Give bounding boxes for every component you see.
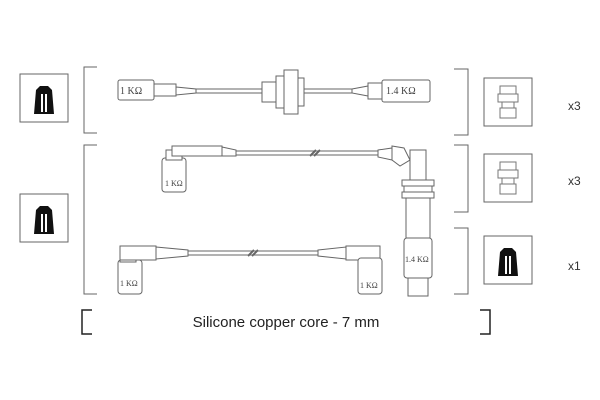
distributor-terminal-outline-icon (497, 161, 519, 195)
spark-plug-terminal-black-icon (34, 86, 54, 114)
left-top-terminal-box (19, 73, 69, 123)
coil-lead-resistor-label: 1.4 KΩ (405, 255, 429, 264)
wire-2 (161, 145, 411, 193)
spark-plug-terminal-black-icon (34, 206, 54, 234)
quantity-label-bottom: x1 (568, 259, 581, 273)
left-brackets (83, 66, 97, 295)
caption-brackets (81, 309, 491, 335)
right-bottom-terminal-box (483, 235, 533, 285)
wire-3-right-resistor-label: 1 KΩ (360, 281, 378, 290)
right-top-terminal-box (483, 77, 533, 127)
left-bottom-terminal-box (19, 193, 69, 243)
distributor-terminal-black-icon (498, 248, 518, 276)
right-brackets (454, 68, 469, 295)
wire-1 (117, 69, 431, 115)
quantity-label-middle: x3 (568, 174, 581, 188)
caption-text: Silicone copper core - 7 mm (193, 314, 380, 331)
wire-3 (117, 245, 383, 295)
wire-2-boot-resistor-label: 1 KΩ (165, 179, 183, 188)
distributor-terminal-outline-icon (497, 85, 519, 119)
wire-1-left-resistor-label: 1 KΩ (120, 86, 142, 97)
wire-1-right-resistor-label: 1.4 KΩ (386, 86, 416, 97)
wire-3-left-resistor-label: 1 KΩ (120, 279, 138, 288)
quantity-label-top: x3 (568, 99, 581, 113)
right-middle-terminal-box (483, 153, 533, 203)
coil-lead (401, 149, 435, 297)
